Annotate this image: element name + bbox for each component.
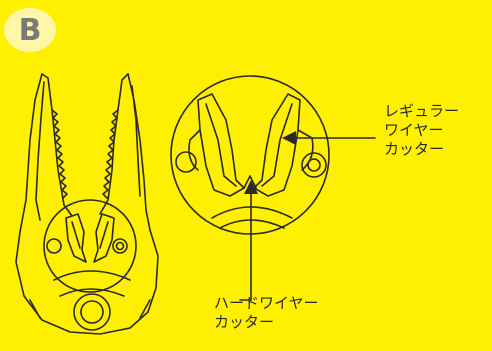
regular-cutter-arrow (282, 131, 296, 145)
hard-cutter-arrow (244, 180, 258, 194)
magnified-detail (170, 75, 330, 235)
regular-label-line3: カッター (384, 140, 445, 158)
section-badge: B (4, 8, 56, 52)
hard-label-line2: カッター (214, 313, 275, 331)
hard-wire-cutter-label: ハードワイヤー カッター (214, 294, 319, 332)
plier-head-overview (15, 73, 159, 335)
section-letter: B (18, 12, 42, 48)
hard-label-line1: ハードワイヤー (214, 294, 319, 312)
hard-cutter-leader (239, 191, 252, 301)
regular-wire-cutter-label: レギュラー ワイヤー カッター (384, 102, 459, 159)
regular-label-line2: ワイヤー (384, 121, 444, 139)
regular-label-line1: レギュラー (384, 102, 460, 120)
